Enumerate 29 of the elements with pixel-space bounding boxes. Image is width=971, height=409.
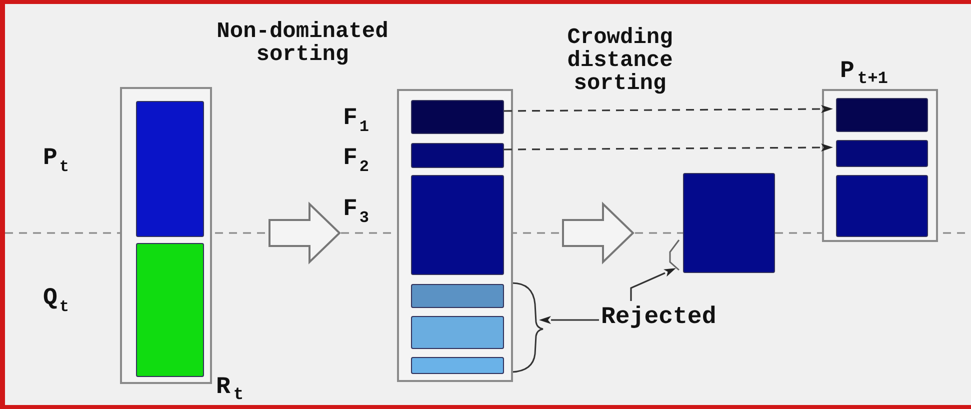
population-block [411, 143, 504, 168]
rejected-label: Rejected [601, 305, 716, 330]
population-label: P$_{t+1}$ [840, 58, 888, 89]
dashed-arrow [504, 144, 833, 152]
hollow-arrow [268, 202, 341, 264]
population-block [411, 284, 504, 308]
front-label: Q$_{t}$ [43, 286, 70, 316]
population-block [836, 140, 928, 167]
population-block [411, 175, 504, 275]
front-label: F$_{1}$ [343, 106, 370, 136]
population-block [136, 243, 204, 377]
front-label: F$_{3}$ [343, 197, 370, 227]
front-label: P$_{t}$ [43, 146, 70, 176]
population-block [136, 101, 204, 237]
population-label: R$_{t}$ [216, 374, 244, 405]
population-block [411, 100, 504, 134]
population-block [683, 173, 775, 273]
container-box [397, 89, 513, 382]
hollow-arrow [562, 202, 634, 264]
population-block [836, 175, 928, 237]
leader-arrow [630, 268, 676, 301]
leader-arrow [539, 316, 599, 324]
stage-title: Crowding distance sorting [566, 26, 674, 96]
dashed-arrow [504, 105, 833, 113]
front-label: F$_{2}$ [343, 146, 370, 176]
population-block [836, 98, 928, 132]
population-block [411, 316, 504, 349]
population-block [411, 357, 504, 374]
stage-title: Non-dominated sorting [216, 20, 390, 66]
